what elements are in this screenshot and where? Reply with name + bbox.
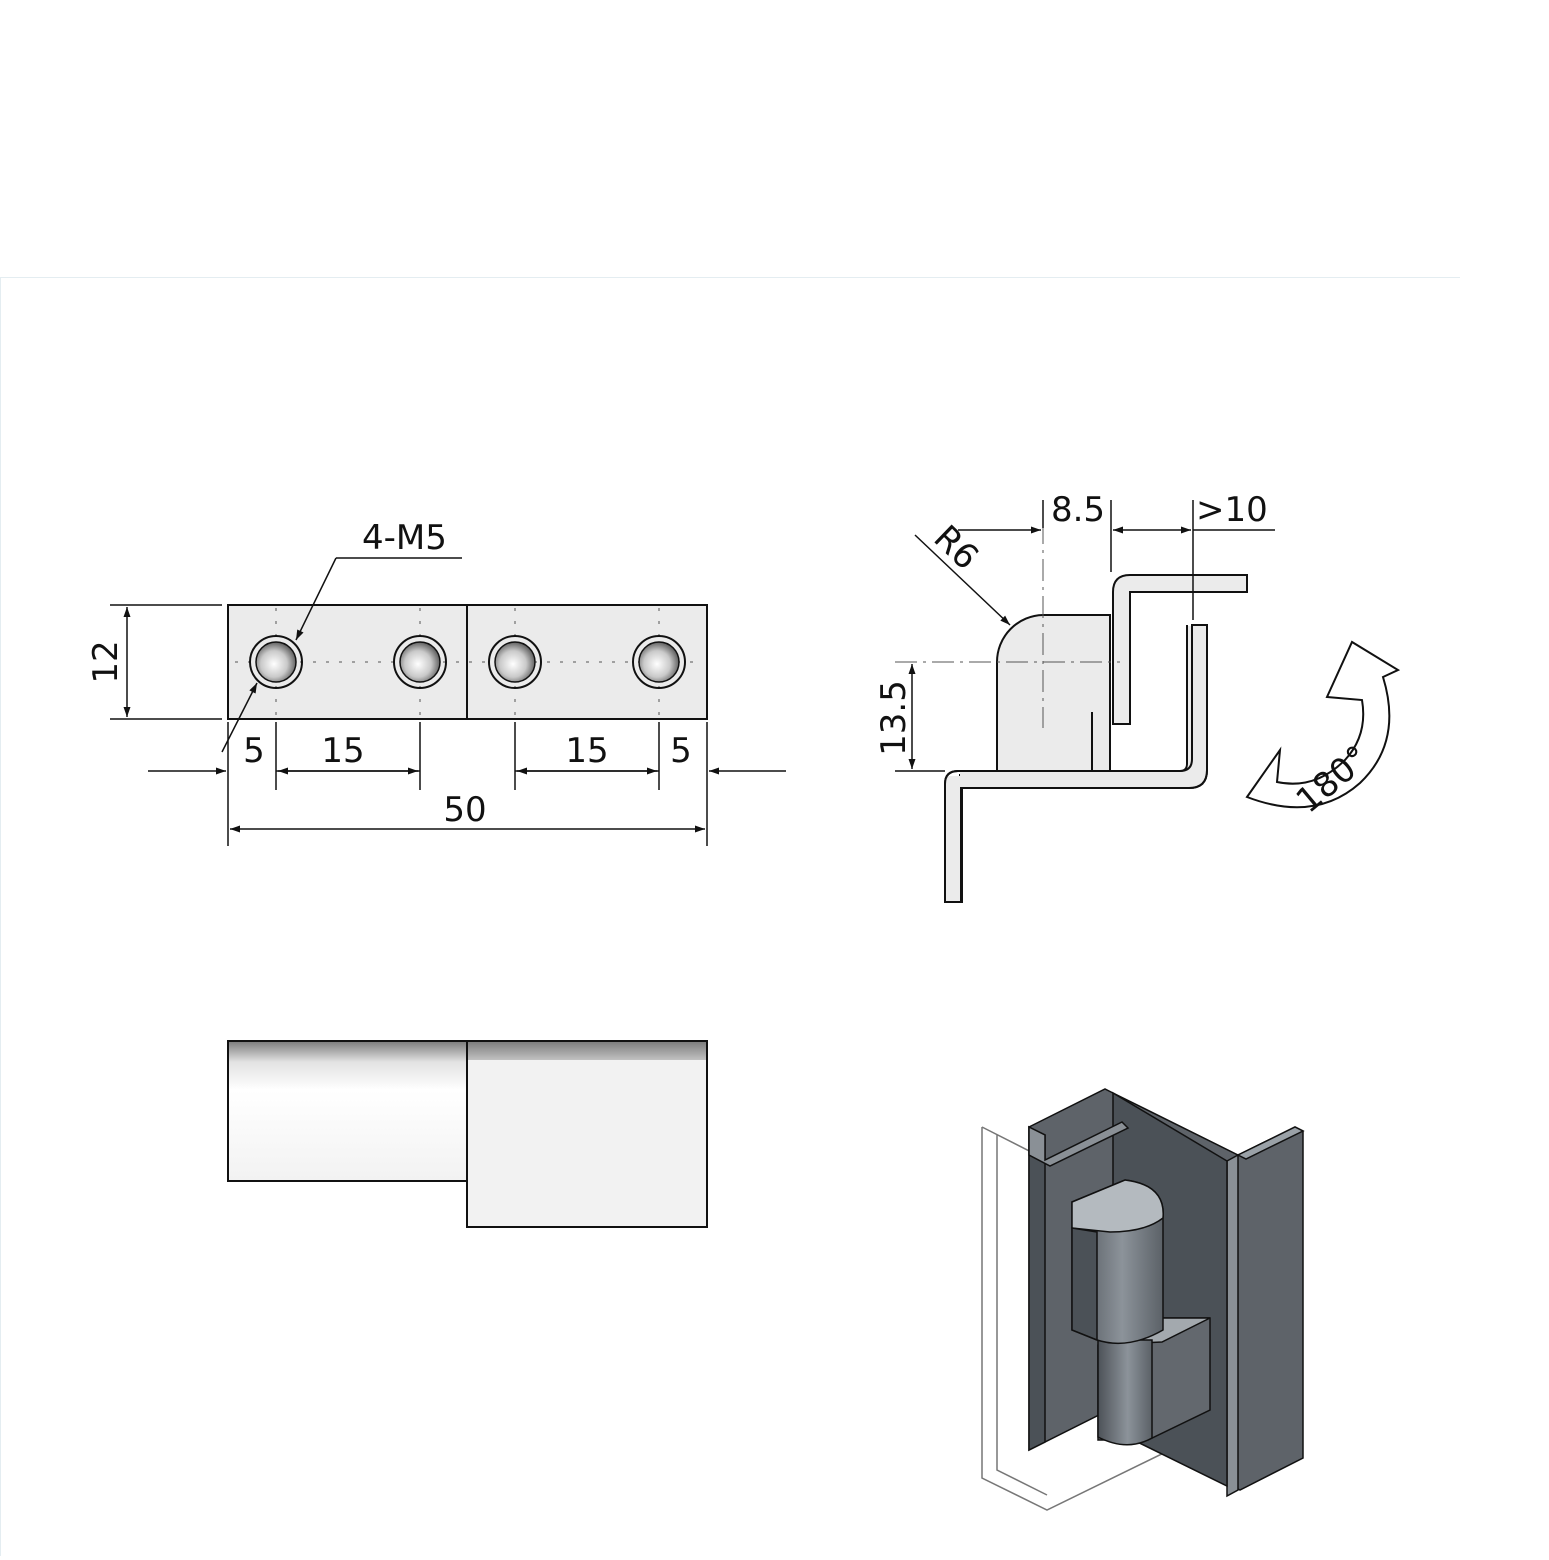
- sheet-border-left: [0, 277, 1, 1556]
- hinge-pin-lower: [1097, 1339, 1153, 1446]
- rotation-arrow: [1245, 640, 1401, 809]
- hinge-knuckle-top: [1071, 1179, 1164, 1233]
- front-view: [110, 557, 786, 846]
- barrel-left: [227, 1040, 468, 1182]
- front-view-labels: 4-M5 12 5 15 15 5 50: [86, 518, 692, 830]
- dim-clearance-label: >10: [1196, 490, 1268, 530]
- upper-leaf-profile: [1112, 574, 1248, 725]
- dim-edge-left-label: 5: [243, 731, 265, 771]
- side-view: [895, 500, 1401, 903]
- dim-pitch-right-label: 15: [565, 731, 608, 771]
- mounting-hole-4: [632, 635, 686, 689]
- dim-height-12: [110, 604, 222, 720]
- knuckle-barrel: [996, 614, 1111, 772]
- bottom-view: [227, 1040, 708, 1228]
- dim-offset-label: 8.5: [1051, 490, 1105, 530]
- dim-overall-label: 50: [443, 790, 486, 830]
- dim-height-13-5-label: 13.5: [874, 680, 914, 756]
- mounting-hole-3: [488, 635, 542, 689]
- frame-plate-edge: [1236, 1126, 1305, 1160]
- side-center-lines: [895, 522, 1120, 728]
- dim-radius-label: R6: [926, 518, 986, 578]
- frame-plate-side: [1226, 1153, 1239, 1498]
- dim-edge-right-label: 5: [670, 731, 692, 771]
- frame-plate-left-face: [1028, 1125, 1046, 1452]
- dim-pitch-left-label: 15: [321, 731, 364, 771]
- thread-callout-label: 4-M5: [362, 518, 447, 558]
- sheet-border-top: [0, 277, 1460, 278]
- dim-radius-leader: [914, 534, 1011, 626]
- dim-height-13-5: [895, 664, 945, 772]
- dim-height-label: 12: [86, 640, 126, 683]
- isometric-view: [981, 1088, 1305, 1511]
- dim-extension-lines: [227, 722, 708, 846]
- mounting-hole-1: [249, 635, 303, 689]
- mounting-hole-2: [393, 635, 447, 689]
- dim-top-row: [958, 500, 1275, 620]
- door-leaf-bend: [1028, 1121, 1130, 1167]
